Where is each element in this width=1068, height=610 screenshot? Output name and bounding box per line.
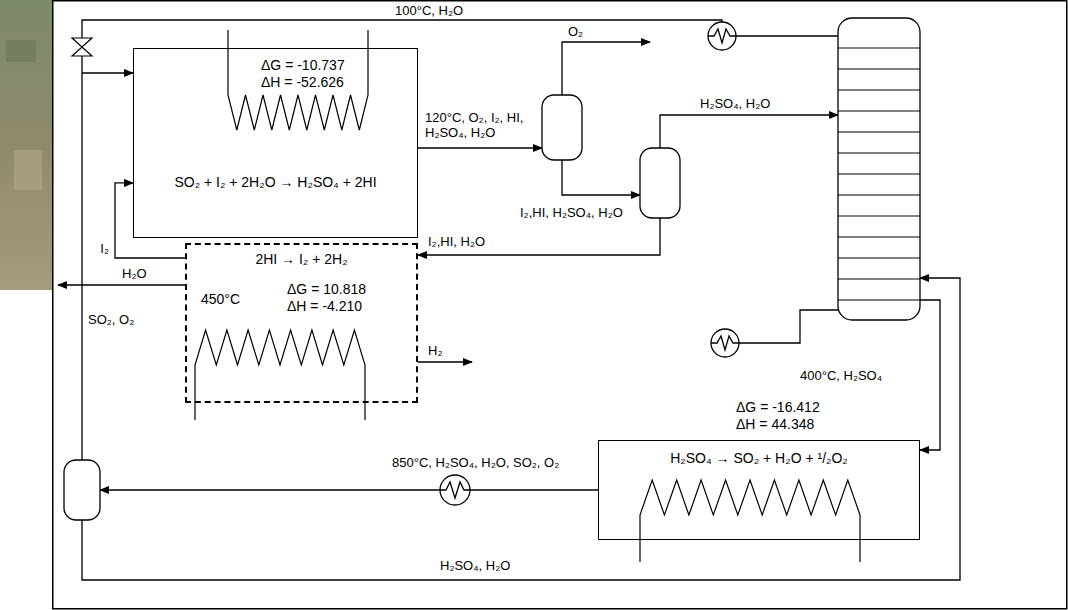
delta-h-value: ΔH = -4.210 [287,298,362,315]
temperature: 450°C [201,291,240,308]
stream-label: I₂,HI, H₂O [428,234,485,249]
reaction-equation: SO₂ + I₂ + 2H₂O → H₂SO₄ + 2HI [174,174,376,191]
stream-label: H₂ [428,343,442,358]
panel-frame [53,1,1067,609]
stream-label: 850°C, H₂SO₄, H₂O, SO₂, O₂ [392,455,559,470]
stream-arrow [115,183,185,258]
reaction-equation: 2HI → I₂ + 2H₂ [255,251,347,268]
separator-vessel [64,460,100,520]
heat-exchanger [440,22,739,505]
heating-coil [195,30,860,562]
reaction-equation: H₂SO₄ → SO₂ + H₂O + ¹/₂O₂ [670,450,848,467]
separator-vessel [542,95,582,160]
stream-label: 400°C, H₂SO₄ [800,368,882,383]
stream-label: I₂,HI, H₂SO₄, H₂O [520,205,623,220]
delta-g-value: ΔG = -16.412 [736,399,820,416]
stream-label: 120°C, O₂, I₂, HI, H₂SO₄, H₂O [425,110,535,140]
stream-label: H₂SO₄, H₂O [700,96,770,111]
reactor-box: ΔG = -10.737ΔH = -52.626SO₂ + I₂ + 2H₂O … [133,48,418,238]
background-photo [0,0,52,290]
stream-label: H₂O [122,266,147,281]
column-trays [838,48,920,300]
valve-symbol [72,38,92,56]
stream-label: H₂SO₄, H₂O [440,558,510,573]
distillation-column [838,18,920,320]
delta-h-value: ΔH = 44.348 [736,416,814,433]
decomposer-box: 2HI → I₂ + 2H₂ 450°C ΔG = 10.818ΔH = -4.21… [185,243,418,403]
stream-label: I₂ [99,241,110,256]
delta-g-value: ΔG = 10.818 [287,281,366,298]
stream-label: SO₂, O₂ [88,312,134,327]
stream-lines [58,20,960,580]
decomposer-box: ΔG = -16.412ΔH = 44.348H₂SO₄ → SO₂ + H₂O… [598,440,920,540]
delta-h-value: ΔH = -52.626 [261,74,344,91]
delta-g-value: ΔG = -10.737 [261,57,345,74]
stream-label: 100°C, H₂O [395,3,463,18]
stream-label: O₂ [568,24,583,39]
separator-vessel [640,148,680,218]
